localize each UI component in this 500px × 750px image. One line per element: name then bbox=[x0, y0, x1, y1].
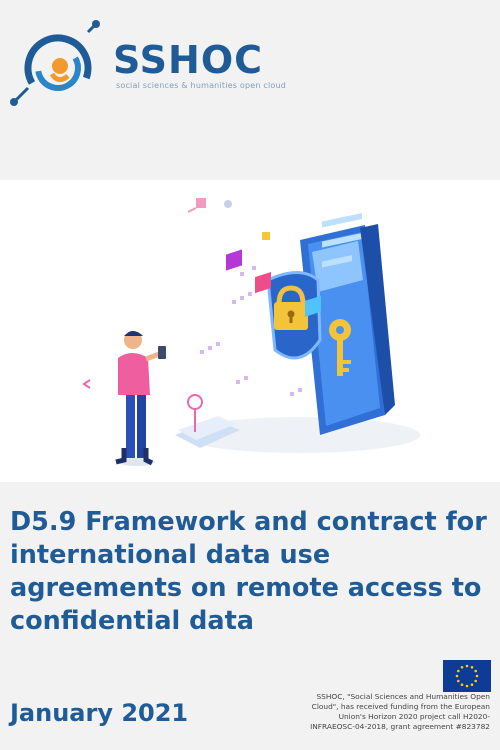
document-title: D5.9 Framework and contract for internat… bbox=[10, 507, 487, 636]
sshoc-logo-icon bbox=[10, 20, 100, 106]
key-icon bbox=[329, 319, 351, 376]
padlock-icon bbox=[274, 285, 308, 330]
person-figure bbox=[115, 331, 166, 466]
publication-date: January 2021 bbox=[10, 699, 189, 727]
floor-key-icon bbox=[175, 394, 240, 448]
security-illustration bbox=[82, 198, 420, 466]
logo-name: SSHOC bbox=[113, 38, 264, 82]
eu-flag-icon bbox=[443, 660, 491, 692]
logo-tagline: social sciences & humanities open cloud bbox=[116, 81, 287, 90]
funding-statement: SSHOC, "Social Sciences and Humanities O… bbox=[260, 692, 490, 732]
header: SSHOC social sciences & humanities open … bbox=[0, 0, 500, 180]
cover-illustration bbox=[0, 180, 500, 482]
funding-line: INFRAEOSC-04-2018, grant agreement #8237… bbox=[310, 722, 490, 731]
funding-line: SSHOC, "Social Sciences and Humanities O… bbox=[316, 692, 490, 701]
funding-line: Union's Horizon 2020 project call H2020- bbox=[338, 712, 490, 721]
funding-line: Cloud", has received funding from the Eu… bbox=[311, 702, 490, 711]
